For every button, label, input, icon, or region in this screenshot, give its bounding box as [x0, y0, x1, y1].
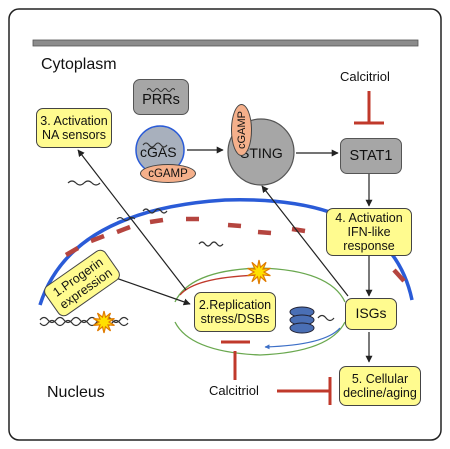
lamina-segment — [392, 268, 406, 283]
dna-damage-burst — [247, 259, 271, 285]
lamina-segment — [90, 233, 105, 244]
lamina-segment — [64, 246, 80, 257]
prrs-box: PRRs — [133, 79, 189, 115]
cgamp-label-top: cGAMP — [235, 111, 248, 149]
step2-box: 2.Replication stress/DSBs — [194, 292, 276, 332]
arrow-step2-to-step3 — [77, 149, 187, 291]
lamina-segment — [149, 217, 164, 225]
cell-membrane — [32, 39, 419, 47]
lamina-segment — [291, 226, 306, 234]
dna-fragment — [198, 241, 224, 247]
label-cytoplasm: Cytoplasm — [41, 56, 117, 73]
dna-fragment — [142, 208, 168, 214]
step5-line2: decline/aging — [343, 386, 417, 400]
calcitriol-top-label: Calcitriol — [340, 69, 390, 84]
cgamp-pill-top: cGAMP — [231, 104, 252, 156]
step4-line3: response — [343, 239, 395, 253]
label-nucleus: Nucleus — [47, 384, 105, 401]
calcitriol-bottom-label: Calcitriol — [209, 383, 259, 398]
cgas-label: cGAS — [140, 144, 177, 160]
sting-label: STING — [240, 145, 283, 161]
lamina-segment — [227, 222, 242, 229]
chromatin — [317, 314, 335, 322]
step3-line2: NA sensors — [42, 128, 106, 142]
stat1-box: STAT1 — [340, 138, 402, 174]
dna-fragment — [142, 142, 168, 148]
isgs-box: ISGs — [345, 298, 397, 330]
replication-fork-bottom — [174, 321, 346, 356]
helicase — [289, 322, 315, 334]
arrow-isgs-to-sting — [261, 185, 349, 297]
prrs-label: PRRs — [142, 91, 180, 108]
dna-fragment — [67, 180, 101, 186]
dna-icon — [147, 87, 175, 92]
cgamp-pill-bottom: cGAMP — [140, 164, 196, 183]
step4-line1: 4. Activation — [335, 211, 403, 225]
step2-line2: stress/DSBs — [200, 312, 270, 326]
step4-box: 4. Activation IFN-like response — [326, 208, 412, 256]
replication-fork-blue — [264, 327, 341, 350]
step2-line1: 2.Replication — [198, 298, 272, 312]
dna-damage-burst — [93, 310, 115, 334]
dna-fragment — [116, 216, 136, 222]
chromatin — [39, 316, 129, 324]
cgamp-label-bottom: cGAMP — [148, 167, 188, 180]
step5-box: 5. Cellular decline/aging — [339, 366, 421, 406]
lamina-segment — [116, 224, 131, 235]
step4-line2: IFN-like — [347, 225, 391, 239]
chromatin — [39, 319, 129, 327]
step3-line1: 3. Activation — [40, 114, 108, 128]
step3-box: 3. Activation NA sensors — [36, 108, 112, 148]
step5-line1: 5. Cellular — [351, 372, 409, 386]
lamina-segment — [257, 229, 272, 236]
outer-frame — [8, 8, 442, 441]
arrow-step1-to-step2 — [112, 276, 191, 306]
